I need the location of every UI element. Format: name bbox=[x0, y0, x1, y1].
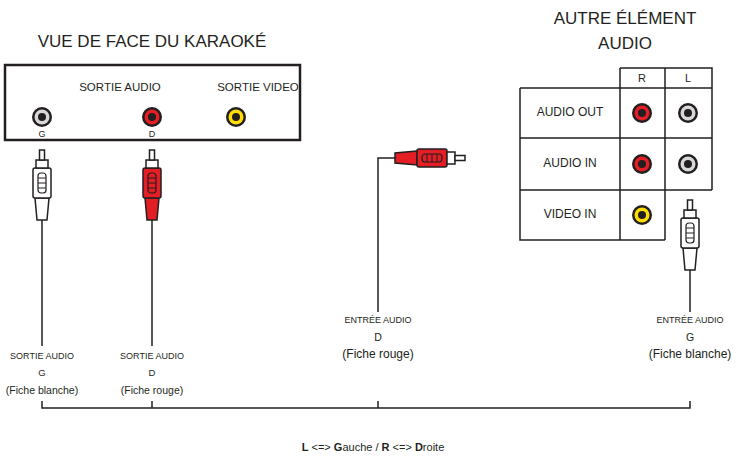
plug-label: ENTRÉE AUDIO bbox=[344, 315, 411, 325]
yellow-jack bbox=[632, 205, 652, 225]
output-label: SORTIE AUDIO bbox=[79, 81, 161, 94]
white-plug bbox=[681, 200, 699, 270]
audio-element-table: AUTRE ÉLÉMENT AUDIORLAUDIO OUTAUDIO INVI… bbox=[520, 68, 712, 240]
jack-table bbox=[520, 68, 712, 240]
plug-label: G bbox=[686, 331, 694, 343]
white-plug bbox=[33, 150, 51, 220]
yellow-jack bbox=[226, 107, 246, 127]
plug-label: ENTRÉE AUDIO bbox=[656, 315, 723, 325]
plug-label: G bbox=[38, 368, 45, 379]
karaoke-panel: VUE DE FACE DU KARAOKÉSORTIE AUDIOSORTIE… bbox=[5, 65, 300, 140]
plug-label: D bbox=[149, 368, 156, 379]
panel-title: VUE DE FACE DU KARAOKÉ bbox=[38, 32, 267, 52]
table-cell: AUDIO IN bbox=[543, 157, 596, 171]
channel-letter: D bbox=[149, 129, 156, 139]
table-cell: AUDIO OUT bbox=[537, 106, 604, 120]
table-header: L bbox=[685, 72, 691, 85]
red-jack bbox=[632, 154, 652, 174]
white-jack bbox=[678, 103, 698, 123]
channel-letter: G bbox=[38, 129, 45, 139]
red-plug bbox=[395, 149, 465, 167]
white-jack bbox=[32, 107, 52, 127]
output-label: SORTIE VIDEO bbox=[217, 81, 299, 94]
karaoke-panel bbox=[5, 65, 300, 140]
plug-label: D bbox=[374, 331, 382, 343]
plug-label: SORTIE AUDIO bbox=[10, 351, 74, 361]
red-jack bbox=[632, 103, 652, 123]
plug-label: (Fiche rouge) bbox=[121, 384, 183, 396]
plug-label: (Fiche blanche) bbox=[649, 348, 732, 362]
cable bbox=[42, 158, 690, 408]
red-plug bbox=[143, 150, 161, 220]
red-jack bbox=[142, 107, 162, 127]
plug-label: SORTIE AUDIO bbox=[120, 351, 184, 361]
white-jack bbox=[678, 154, 698, 174]
plug-label: (Fiche rouge) bbox=[342, 348, 413, 362]
table-header: R bbox=[638, 72, 646, 85]
table-cell: VIDEO IN bbox=[544, 208, 597, 222]
panel-title: AUTRE ÉLÉMENT AUDIO bbox=[530, 7, 720, 56]
legend-note: L <=> Gauche / R <=> Droite bbox=[302, 441, 445, 454]
plug-label: (Fiche blanche) bbox=[6, 384, 78, 396]
